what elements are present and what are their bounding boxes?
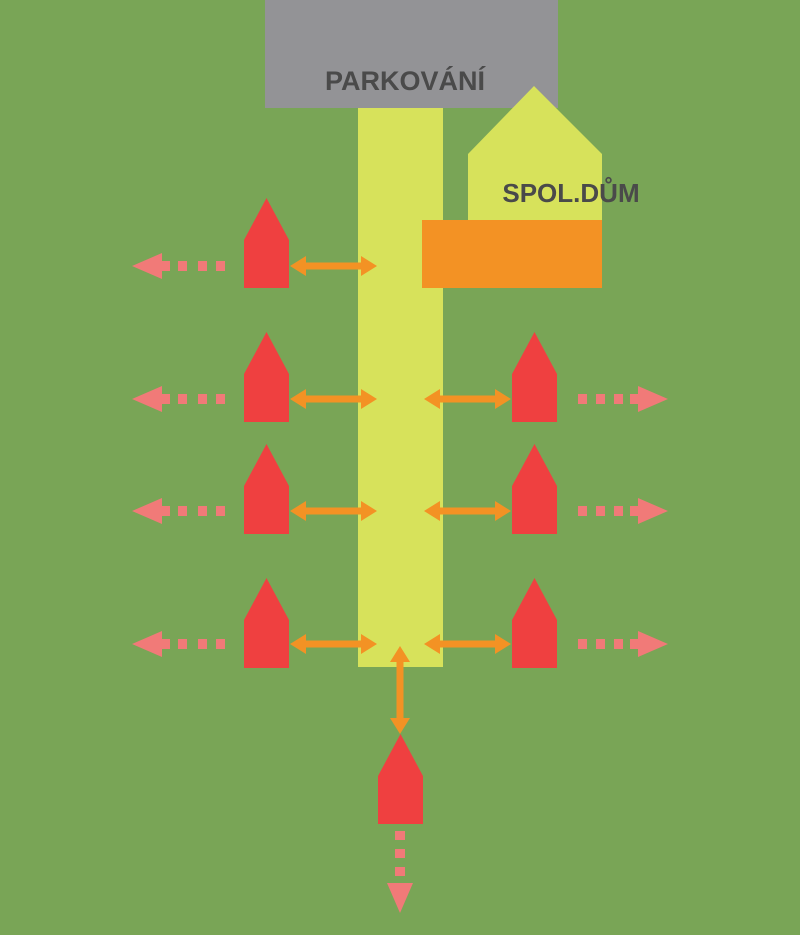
double-arrow-icon bbox=[424, 634, 511, 654]
dotted-arrow-icon bbox=[132, 386, 225, 412]
dotted-arrow-icon bbox=[578, 498, 668, 524]
dotted-arrow-icon bbox=[578, 386, 668, 412]
common-house bbox=[468, 86, 602, 222]
parking-area bbox=[265, 0, 558, 108]
house-icon bbox=[244, 198, 289, 288]
dotted-arrow-icon bbox=[132, 498, 225, 524]
dotted-arrow-icon bbox=[132, 631, 225, 657]
common-house-annex bbox=[422, 220, 602, 288]
dotted-arrow-icon bbox=[132, 253, 225, 279]
double-arrow-icon bbox=[424, 501, 511, 521]
double-arrow-icon bbox=[290, 256, 377, 276]
house-icon bbox=[244, 332, 289, 422]
double-arrow-icon bbox=[390, 646, 410, 734]
house-icon bbox=[512, 578, 557, 668]
central-path bbox=[358, 108, 443, 667]
house-icon bbox=[512, 332, 557, 422]
common-house-label: SPOL.DŮM bbox=[502, 176, 639, 208]
house-icon bbox=[244, 444, 289, 534]
double-arrow-icon bbox=[290, 389, 377, 409]
dotted-arrow-icon bbox=[578, 631, 668, 657]
double-arrow-icon bbox=[290, 634, 377, 654]
parking-label: PARKOVÁNÍ bbox=[325, 65, 487, 96]
double-arrow-icon bbox=[424, 389, 511, 409]
double-arrow-icon bbox=[290, 501, 377, 521]
dotted-arrow-icon bbox=[387, 831, 413, 913]
house-icon bbox=[244, 578, 289, 668]
house-icon bbox=[378, 734, 423, 824]
house-icon bbox=[512, 444, 557, 534]
